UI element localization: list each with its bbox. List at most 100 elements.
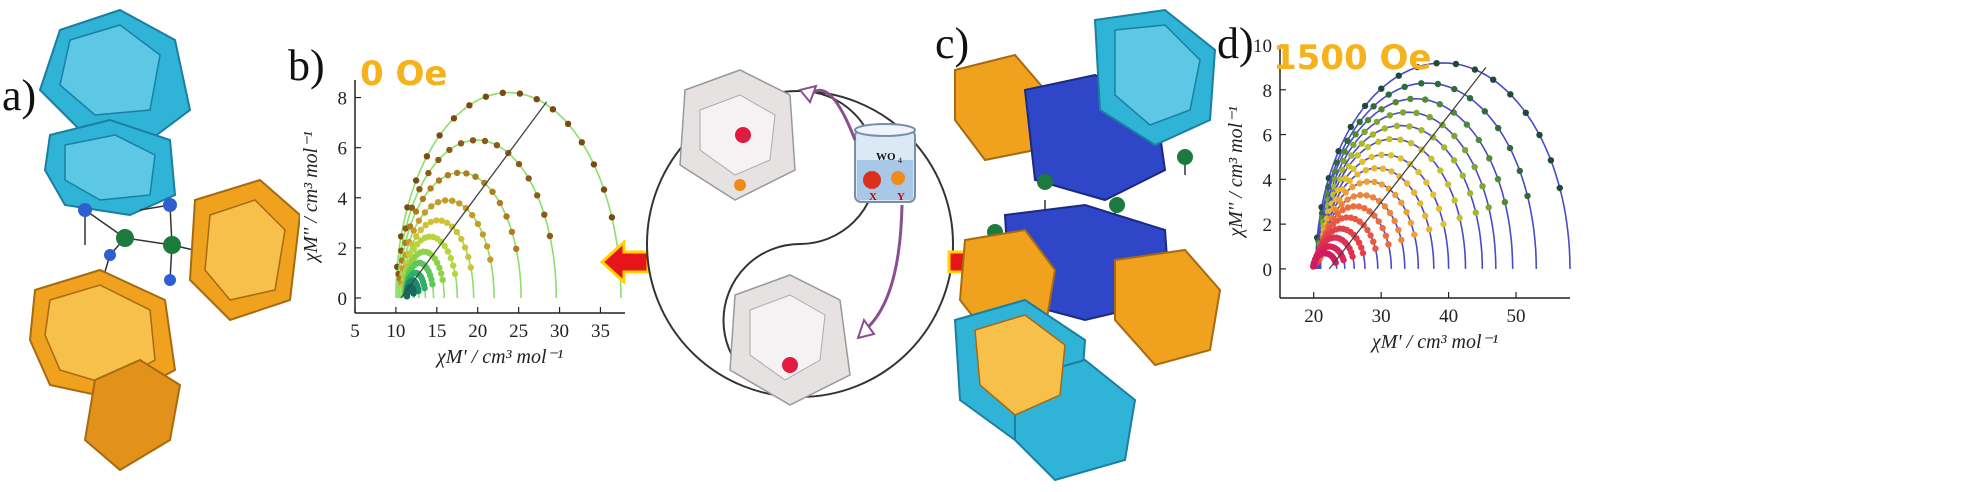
chart-d-x-tick-label: 40 (1439, 306, 1458, 327)
chart-d-x-axis-label: χM' / cm³ mol⁻¹ (1370, 331, 1498, 353)
chart-d-data-point (1392, 99, 1399, 106)
chart-d-data-point (1363, 178, 1371, 185)
chart-b-data-point (417, 226, 424, 234)
chart-d-data-point (1524, 192, 1531, 200)
chart-d-data-point (1434, 80, 1442, 88)
chart-d-y-tick-label: 8 (1263, 81, 1273, 102)
chart-d-data-point (1393, 122, 1401, 129)
chart-b-data-point (472, 173, 479, 180)
chart-b-data-point (600, 186, 608, 193)
orange-polyhedra-cluster (28, 178, 302, 472)
chart-d-data-point (1490, 76, 1497, 83)
chart-d-data-point (1363, 192, 1370, 199)
chart-d-data-point (1342, 189, 1349, 196)
chart-d-data-point (1404, 180, 1411, 187)
chart-d-data-point (1494, 175, 1502, 183)
chart-d-data-point (1364, 226, 1371, 234)
purple-arrow-down (864, 204, 904, 332)
chart-b-data-point (448, 223, 456, 230)
chart-b-data-point (410, 290, 417, 297)
chart-d-data-point (1436, 101, 1443, 108)
chart-d-data-point (1349, 183, 1356, 191)
chart-b-x-tick-label: 35 (591, 321, 610, 342)
chart-d-data-point (1495, 124, 1502, 132)
chart-b-data-point (450, 115, 458, 122)
chart-b-data-point (515, 160, 523, 168)
chart-d-data-point (1378, 85, 1385, 92)
chart-d-data-point (1440, 144, 1448, 151)
chart-d-data-point (1418, 127, 1425, 134)
chart-d-data-point (1401, 83, 1408, 91)
chart-d-data-point (1382, 232, 1390, 239)
chart-b-data-point (416, 186, 423, 193)
chart-b-data-point (534, 192, 541, 199)
chart-d-data-point (1362, 167, 1369, 174)
chart-d-data-point (1481, 108, 1488, 115)
chart-d-data-point (1343, 214, 1350, 221)
chart-d-fit-line (1316, 82, 1538, 269)
chart-b-data-point (462, 205, 470, 212)
chart-d-data-point (1547, 157, 1555, 164)
chart-d-data-point (1451, 85, 1458, 93)
beaker-label-sub: 4 (898, 156, 902, 165)
chart-d-data-point (1507, 91, 1514, 98)
chart-d-data-point (1371, 165, 1378, 172)
chart-d-data-point (1386, 209, 1394, 217)
chart-b-data-point (437, 238, 445, 245)
chart-d-data-point (1381, 203, 1388, 210)
chart-b-data-point (578, 139, 585, 146)
chart-b-data-point (525, 175, 532, 182)
chart-d-data-point (1466, 190, 1474, 197)
chart-b-fit-line (396, 139, 558, 299)
chart-d-data-point (1387, 152, 1395, 159)
chart-d-data-point (1344, 196, 1351, 203)
chart-d-data-point (1379, 165, 1387, 172)
chart-d-data-point (1459, 172, 1466, 179)
panel-label-b: b) (288, 41, 325, 90)
chart-d-data-point (1332, 259, 1339, 266)
chart-b-data-point (463, 170, 470, 177)
chart-d-data-point (1366, 208, 1373, 215)
chart-d-data-point (1388, 168, 1395, 175)
chart-d-data-point (1397, 136, 1404, 143)
chart-d-data-point (1339, 206, 1346, 214)
chart-d-data-point (1472, 209, 1479, 216)
chart-d-data-point (1398, 199, 1405, 206)
chart-d-data-point (1375, 138, 1382, 145)
chart-b-y-tick-label: 0 (338, 289, 348, 310)
chart-b-x-tick-label: 30 (550, 321, 569, 342)
chart-d-data-point (1359, 158, 1366, 165)
chart-d-data-point (1463, 121, 1471, 128)
chart-d-data-point (1338, 201, 1345, 208)
chart-d-data-point (1356, 180, 1363, 187)
chart-d-y-axis-label: χM'' / cm³ mol⁻¹ (1225, 106, 1247, 238)
panel-a: a) (0, 0, 302, 487)
chart-d-x-tick-label: 50 (1507, 306, 1526, 327)
beaker-y-label: Y (897, 191, 905, 203)
chart-b-data-point (410, 227, 417, 234)
chart-d-data-point (1359, 249, 1367, 257)
chart-b-data-point (465, 253, 472, 261)
chart-d-data-point (1364, 143, 1371, 151)
chart-d-data-point (1403, 208, 1410, 216)
chart-d-data-point (1358, 244, 1365, 251)
chart-d-data-point (1430, 191, 1437, 198)
chart-d-data-point (1370, 238, 1377, 245)
upper-cluster (679, 69, 796, 201)
chart-d-fit-line (1318, 111, 1497, 269)
chart-b-data-point (412, 208, 420, 215)
chart-d-data-point (1456, 214, 1463, 222)
chart-b-data-point (482, 93, 490, 100)
chart-b-data-point (441, 197, 449, 204)
chart-b-data-point (458, 235, 465, 243)
beaker-x-label: X (869, 191, 877, 203)
chart-d-data-point (1479, 183, 1486, 190)
chart-d-data-point (1334, 210, 1341, 218)
chart-b-data-point (474, 220, 482, 228)
chart-d-data-point (1406, 123, 1413, 130)
chart-d-data-point (1361, 205, 1368, 212)
chart-b-data-point (456, 200, 463, 207)
chart-b-data-point (436, 132, 443, 139)
chart-b-data-point (423, 153, 431, 160)
chart-b-data-point (457, 140, 465, 147)
